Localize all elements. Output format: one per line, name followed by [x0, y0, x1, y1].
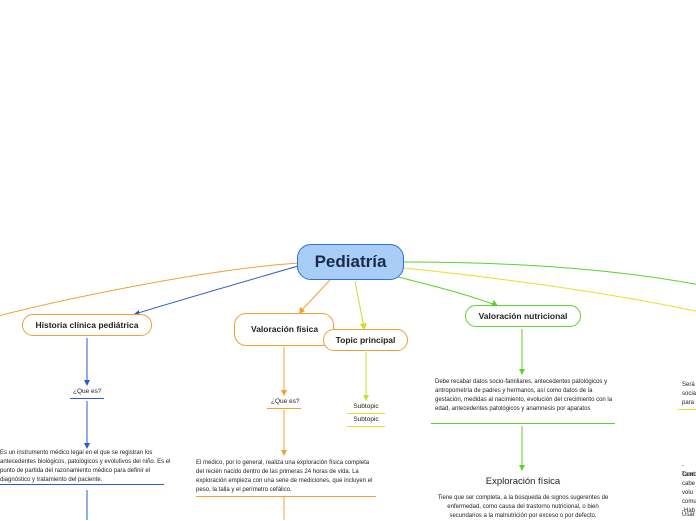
link-central-valoracion: [299, 279, 331, 313]
valoracion-description-underline: [196, 496, 376, 497]
nutricional-description-underline: [431, 423, 615, 424]
historia-description-underline: [0, 484, 164, 485]
link-central-historia: [134, 265, 299, 315]
valoracion-question-underline: [267, 408, 301, 409]
subtopic-2[interactable]: Subtopic: [353, 416, 379, 423]
valoracion-question-label[interactable]: ¿Que es?: [271, 398, 300, 405]
exploracion-fisica-description[interactable]: Tiene que ser completa, a la búsqueda de…: [437, 495, 609, 519]
right-fragment-1: Será: [682, 382, 695, 388]
arrow-nutricional-exploracion: [519, 465, 525, 471]
arrow-nutricional: [491, 300, 498, 306]
topic-historia-clinica[interactable]: Historia clínica pediátrica: [22, 314, 152, 336]
historia-description[interactable]: Es un instrumento médico legal en el que…: [0, 450, 171, 483]
historia-question-label[interactable]: ¿Que es?: [73, 388, 102, 395]
subtopic-2-underline: [347, 426, 385, 427]
right-fragment-10: Usar: [682, 512, 695, 518]
topic-valoracion-fisica[interactable]: Valoración física: [234, 313, 334, 346]
right-fragment-9: -Hab: [682, 508, 696, 514]
arrow-nutricional-description: [519, 369, 525, 375]
link-central-nutricional: [397, 276, 496, 306]
central-topic[interactable]: Pediatría: [297, 244, 404, 280]
right-fragment-5: Tamb: [682, 472, 696, 478]
right-fragment-3: para: [682, 400, 695, 406]
right-fragment-8: comu: [682, 499, 696, 505]
topic-valoracion-nutricional[interactable]: Valoración nutricional: [465, 305, 581, 327]
subtopic-1-underline: [347, 413, 385, 414]
link-central-right-green: [403, 261, 696, 285]
nutricional-description[interactable]: Debe recabar datos socio-familiares, ant…: [435, 379, 613, 412]
arrow-valoracion-description: [281, 450, 287, 456]
topic-principal[interactable]: Topic principal: [323, 329, 408, 351]
arrow-historia-question: [84, 380, 90, 386]
link-central-left-offscreen: [0, 262, 299, 316]
link-central-right-yellow: [403, 267, 696, 312]
right-fragment-underline: [678, 409, 696, 410]
right-fragment-4: -Com: [682, 463, 695, 478]
valoracion-description[interactable]: El médico, por lo general, realiza una e…: [196, 460, 373, 493]
historia-question-underline: [70, 398, 104, 399]
subtopic-1[interactable]: Subtopic: [353, 403, 379, 410]
arrow-topic-subtopics: [363, 395, 369, 401]
arrow-historia-description: [84, 443, 90, 449]
right-fragment-2: socia: [682, 391, 696, 397]
link-central-topic: [354, 280, 365, 329]
arrow-valoracion: [299, 307, 305, 314]
arrow-topic: [360, 323, 367, 330]
right-fragment-7: volu: [682, 490, 694, 496]
exploracion-fisica-title[interactable]: Exploración física: [485, 476, 561, 487]
arrow-valoracion-question: [281, 390, 287, 396]
right-fragment-6: cabe: [682, 481, 696, 487]
